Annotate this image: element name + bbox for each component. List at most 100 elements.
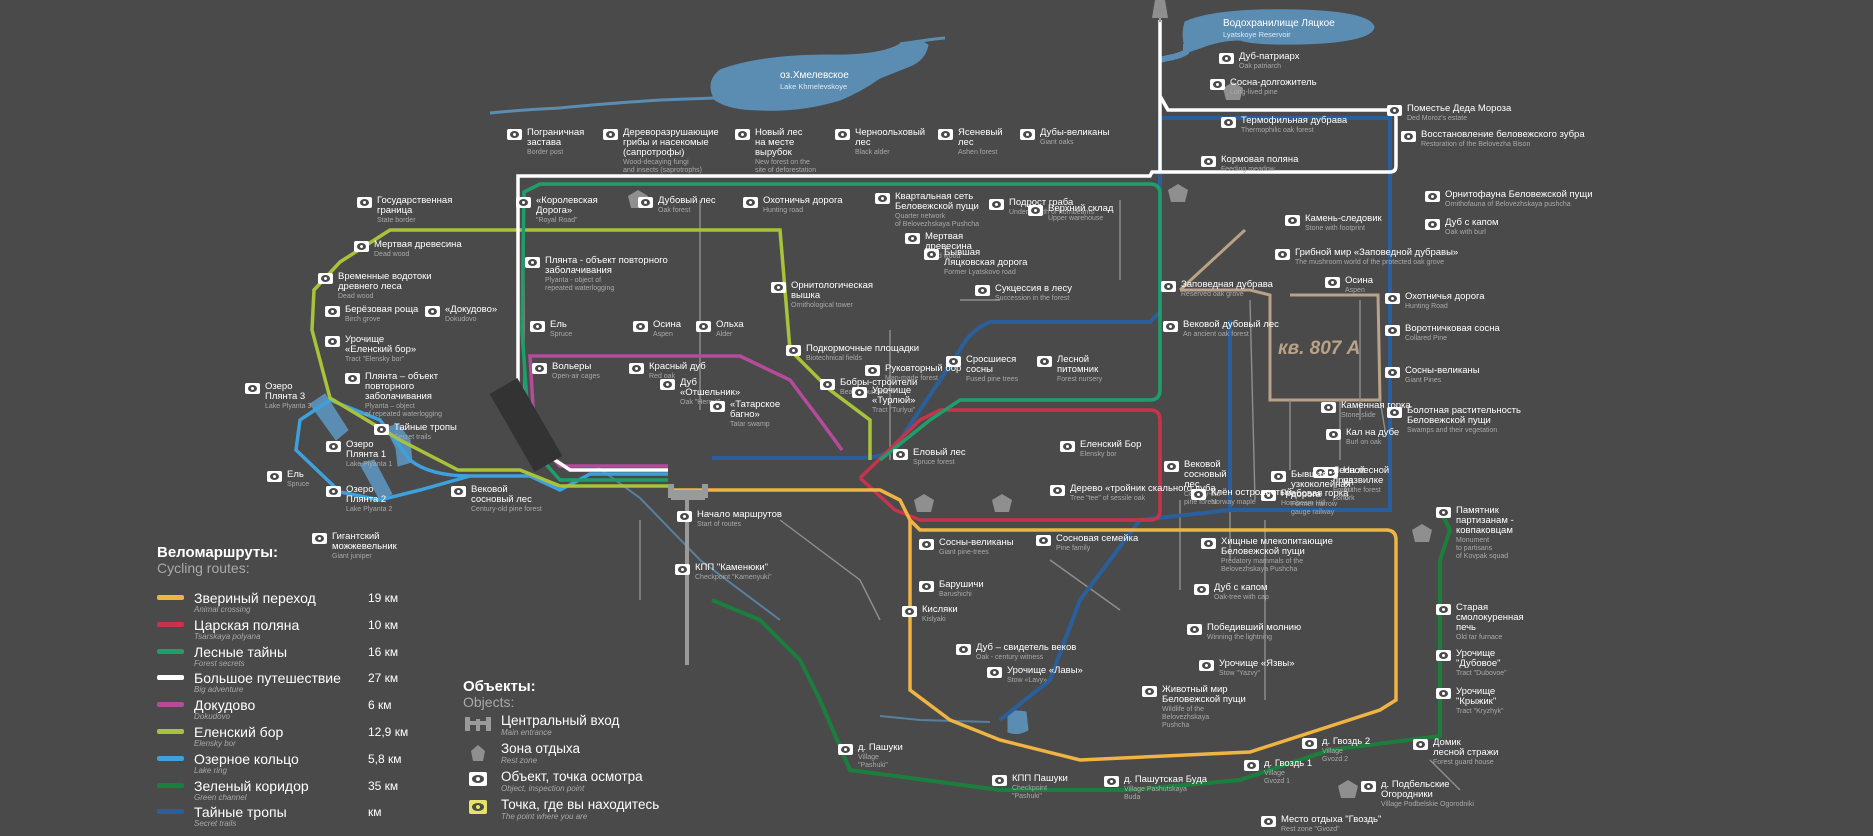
poi-eye-icon[interactable]	[1244, 760, 1259, 771]
poi-eye-icon[interactable]	[1201, 538, 1216, 549]
poi-eye-icon[interactable]	[1387, 105, 1402, 116]
poi-name-ru: Орнитологическая вышка	[791, 280, 874, 301]
poi-eye-icon[interactable]	[677, 511, 692, 522]
poi-eye-icon[interactable]	[1142, 686, 1157, 697]
poi-eye-icon[interactable]	[345, 373, 360, 384]
poi-eye-icon[interactable]	[1037, 356, 1052, 367]
poi-eye-icon[interactable]	[660, 379, 675, 390]
poi-eye-icon[interactable]	[989, 199, 1004, 210]
poi-eye-icon[interactable]	[902, 606, 917, 617]
poi-eye-icon[interactable]	[992, 775, 1007, 786]
poi-eye-icon[interactable]	[1436, 688, 1451, 699]
poi-eye-icon[interactable]	[1436, 604, 1451, 615]
poi-eye-icon[interactable]	[735, 129, 750, 140]
poi-eye-icon[interactable]	[312, 533, 327, 544]
poi-eye-icon[interactable]	[1261, 490, 1276, 501]
poi-eye-icon[interactable]	[516, 197, 531, 208]
poi-eye-icon[interactable]	[326, 441, 341, 452]
poi-eye-icon[interactable]	[1163, 321, 1178, 332]
poi-eye-icon[interactable]	[326, 486, 341, 497]
poi-eye-icon[interactable]	[532, 363, 547, 374]
poi-eye-icon[interactable]	[771, 282, 786, 293]
poi-eye-icon[interactable]	[507, 129, 522, 140]
poi-eye-icon[interactable]	[786, 345, 801, 356]
poi-eye-icon[interactable]	[1385, 367, 1400, 378]
poi-eye-icon[interactable]	[1036, 535, 1051, 546]
poi-eye-icon[interactable]	[1104, 776, 1119, 787]
poi-eye-icon[interactable]	[267, 471, 282, 482]
poi-eye-icon[interactable]	[1028, 205, 1043, 216]
poi-eye-icon[interactable]	[875, 193, 890, 204]
poi-eye-icon[interactable]	[245, 383, 260, 394]
poi-eye-icon[interactable]	[1302, 738, 1317, 749]
poi-eye-icon[interactable]	[1194, 584, 1209, 595]
poi-eye-icon[interactable]	[451, 486, 466, 497]
poi-eye-icon[interactable]	[1425, 191, 1440, 202]
poi-eye-icon[interactable]	[1425, 219, 1440, 230]
poi-eye-icon[interactable]	[525, 257, 540, 268]
poi-eye-icon[interactable]	[1387, 407, 1402, 418]
poi-eye-icon[interactable]	[1321, 402, 1336, 413]
poi-eye-icon[interactable]	[675, 564, 690, 575]
poi-eye-icon[interactable]	[835, 129, 850, 140]
poi-eye-icon[interactable]	[893, 449, 908, 460]
poi-eye-icon[interactable]	[1221, 117, 1236, 128]
poi-eye-icon[interactable]	[1385, 293, 1400, 304]
poi-eye-icon[interactable]	[638, 197, 653, 208]
poi-eye-icon[interactable]	[1401, 131, 1416, 142]
poi-eye-icon[interactable]	[1361, 781, 1376, 792]
poi-eye-icon[interactable]	[1219, 53, 1234, 64]
poi-eye-icon[interactable]	[1164, 461, 1179, 472]
poi-eye-icon[interactable]	[838, 744, 853, 755]
route-name-en: Elensky bor	[194, 739, 236, 748]
poi-eye-icon[interactable]	[1187, 624, 1202, 635]
poi-eye-icon[interactable]	[425, 306, 440, 317]
poi-eye-icon[interactable]	[325, 306, 340, 317]
poi-eye-icon[interactable]	[354, 241, 369, 252]
poi-eye-icon[interactable]	[1326, 429, 1341, 440]
poi-eye-icon[interactable]	[603, 129, 618, 140]
poi-eye-icon[interactable]	[1313, 467, 1328, 478]
poi-eye-icon[interactable]	[1275, 249, 1290, 260]
poi-eye-icon[interactable]	[946, 356, 961, 367]
poi-eye-icon[interactable]	[938, 129, 953, 140]
poi-eye-icon[interactable]	[325, 336, 340, 347]
poi-eye-icon[interactable]	[318, 273, 333, 284]
poi-eye-icon[interactable]	[1060, 441, 1075, 452]
poi-eye-icon[interactable]	[820, 379, 835, 390]
poi-eye-icon[interactable]	[852, 387, 867, 398]
poi-eye-icon[interactable]	[865, 365, 880, 376]
poi-eye-icon[interactable]	[1285, 215, 1300, 226]
poi-eye-icon[interactable]	[1436, 650, 1451, 661]
poi-eye-icon[interactable]	[743, 197, 758, 208]
poi-eye-icon[interactable]	[1323, 467, 1338, 478]
poi-eye-icon[interactable]	[919, 539, 934, 550]
poi-eye-icon[interactable]	[1161, 281, 1176, 292]
poi-eye-icon[interactable]	[905, 233, 920, 244]
poi-eye-icon[interactable]	[1201, 156, 1216, 167]
poi-name-ru: Сосны-великаны	[1405, 365, 1480, 376]
poi-eye-icon[interactable]	[1050, 485, 1065, 496]
poi-eye-icon[interactable]	[987, 667, 1002, 678]
poi-eye-icon[interactable]	[919, 581, 934, 592]
poi-eye-icon[interactable]	[1261, 816, 1276, 827]
poi-eye-icon[interactable]	[1271, 471, 1286, 482]
poi-eye-icon[interactable]	[1199, 660, 1214, 671]
poi-eye-icon[interactable]	[924, 249, 939, 260]
poi-eye-icon[interactable]	[374, 424, 389, 435]
poi-eye-icon[interactable]	[710, 401, 725, 412]
poi-eye-icon[interactable]	[357, 197, 372, 208]
poi-eye-icon[interactable]	[975, 285, 990, 296]
poi-eye-icon[interactable]	[1436, 507, 1451, 518]
poi-eye-icon[interactable]	[696, 321, 711, 332]
poi-eye-icon[interactable]	[633, 321, 648, 332]
poi-eye-icon[interactable]	[1325, 277, 1340, 288]
poi-eye-icon[interactable]	[1191, 489, 1206, 500]
poi-eye-icon[interactable]	[956, 644, 971, 655]
poi-eye-icon[interactable]	[1413, 739, 1428, 750]
poi-eye-icon[interactable]	[1020, 129, 1035, 140]
poi-eye-icon[interactable]	[1210, 79, 1225, 90]
poi-eye-icon[interactable]	[530, 321, 545, 332]
poi-eye-icon[interactable]	[629, 363, 644, 374]
poi-eye-icon[interactable]	[1385, 325, 1400, 336]
